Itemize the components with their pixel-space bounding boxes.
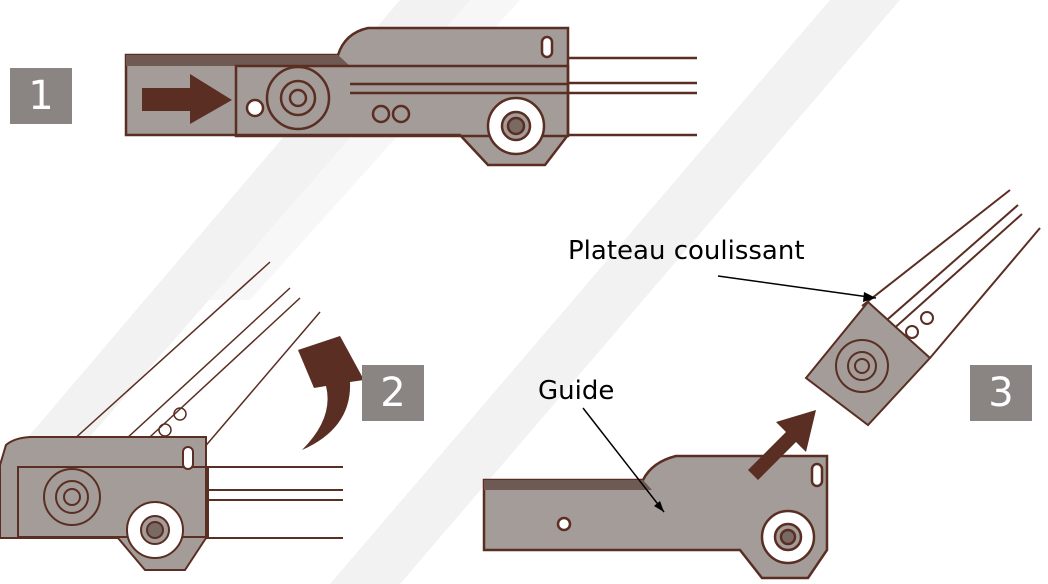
plateau-label: Plateau coulissant xyxy=(568,236,805,266)
step-3-badge: 3 xyxy=(970,365,1032,421)
rotate-arrow-icon xyxy=(298,336,364,450)
plateau-leader-line xyxy=(717,275,877,299)
step-2-badge: 2 xyxy=(362,365,424,421)
step2-assembly xyxy=(0,261,343,571)
guide-leader-line xyxy=(582,407,665,513)
guide-label: Guide xyxy=(538,376,615,406)
step1-assembly xyxy=(124,26,697,167)
guide-part xyxy=(482,454,829,580)
arrow-right-icon xyxy=(142,74,232,124)
slide-plate xyxy=(804,189,1041,427)
lift-arrow-icon xyxy=(748,410,816,480)
step-1-badge: 1 xyxy=(10,68,72,124)
